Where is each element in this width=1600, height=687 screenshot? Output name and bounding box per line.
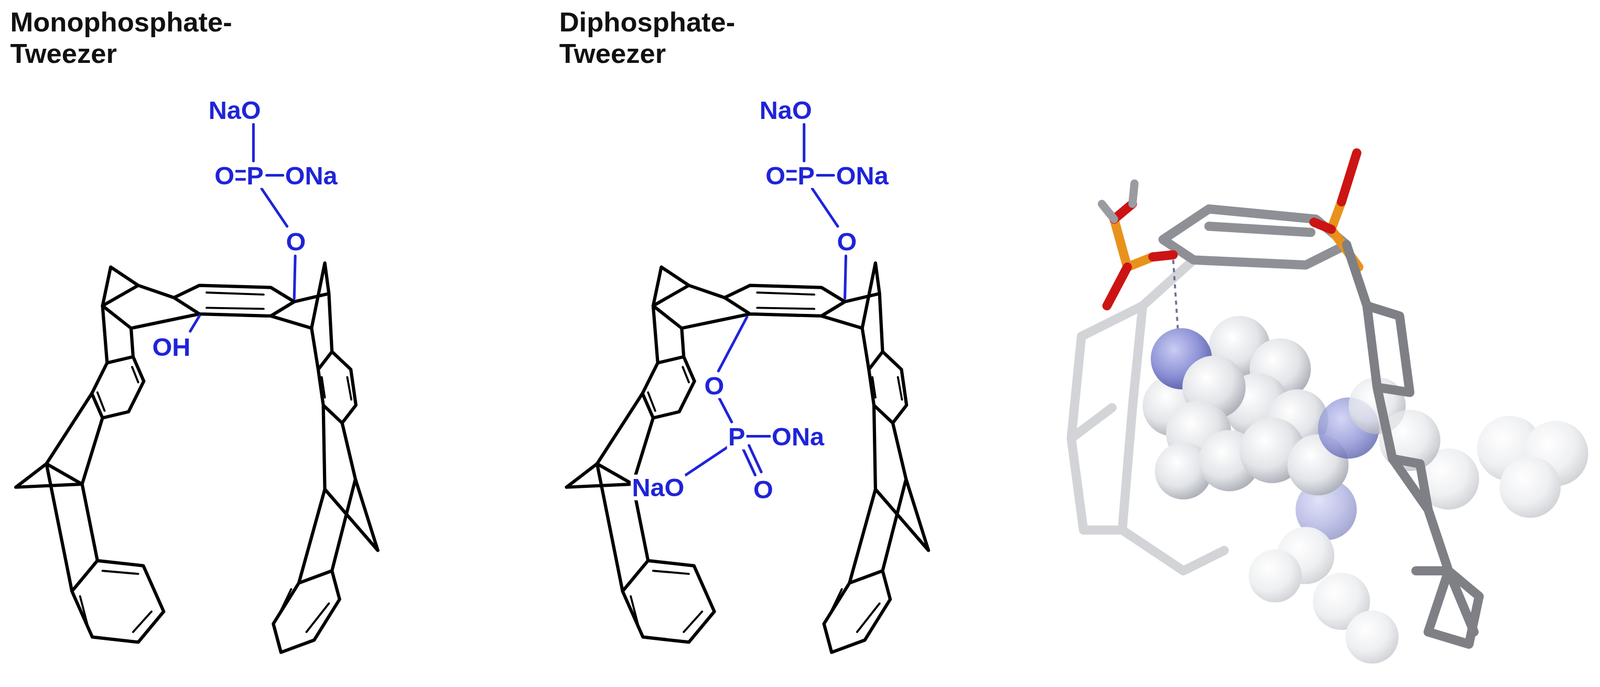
atom-label: O [285, 229, 308, 255]
diphosphate-tweezer [566, 124, 929, 653]
molecular-model [1071, 153, 1588, 664]
hydroxyl-bond [190, 316, 200, 332]
hydrogen-bond [1173, 260, 1179, 337]
atom-sphere [1345, 610, 1399, 664]
atom-label: ONa [835, 162, 890, 189]
methyl-sticks [1101, 183, 1135, 220]
atom-sphere [1499, 456, 1561, 518]
atom-label: O [752, 477, 775, 503]
atom-label: P [727, 424, 747, 450]
phosphate-bonds [685, 317, 771, 475]
atom-label: ONa [284, 162, 339, 189]
monophosphate-tweezer [15, 124, 378, 653]
atom-label: NaO [630, 474, 686, 501]
front-arm-sticks [1346, 244, 1480, 645]
atom-sphere [1248, 549, 1302, 603]
atom-label: O [764, 162, 787, 189]
atom-label: O [836, 229, 859, 255]
molecule-title: Diphosphate- Tweezer [559, 6, 736, 70]
atom-label: ONa [770, 424, 826, 450]
atom-label: OH [151, 333, 192, 360]
atom-label: P [796, 162, 816, 189]
oxygen-sticks [1106, 153, 1357, 307]
atom-label: NaO [758, 97, 814, 124]
atom-label: O [213, 162, 236, 189]
atom-label: O [703, 372, 726, 399]
atom-label: NaO [207, 97, 263, 124]
guest-spheres [1142, 316, 1441, 500]
front-ring-sticks [1162, 209, 1347, 266]
molecule-title: Monophosphate- Tweezer [9, 6, 232, 70]
atom-label: P [245, 162, 265, 189]
